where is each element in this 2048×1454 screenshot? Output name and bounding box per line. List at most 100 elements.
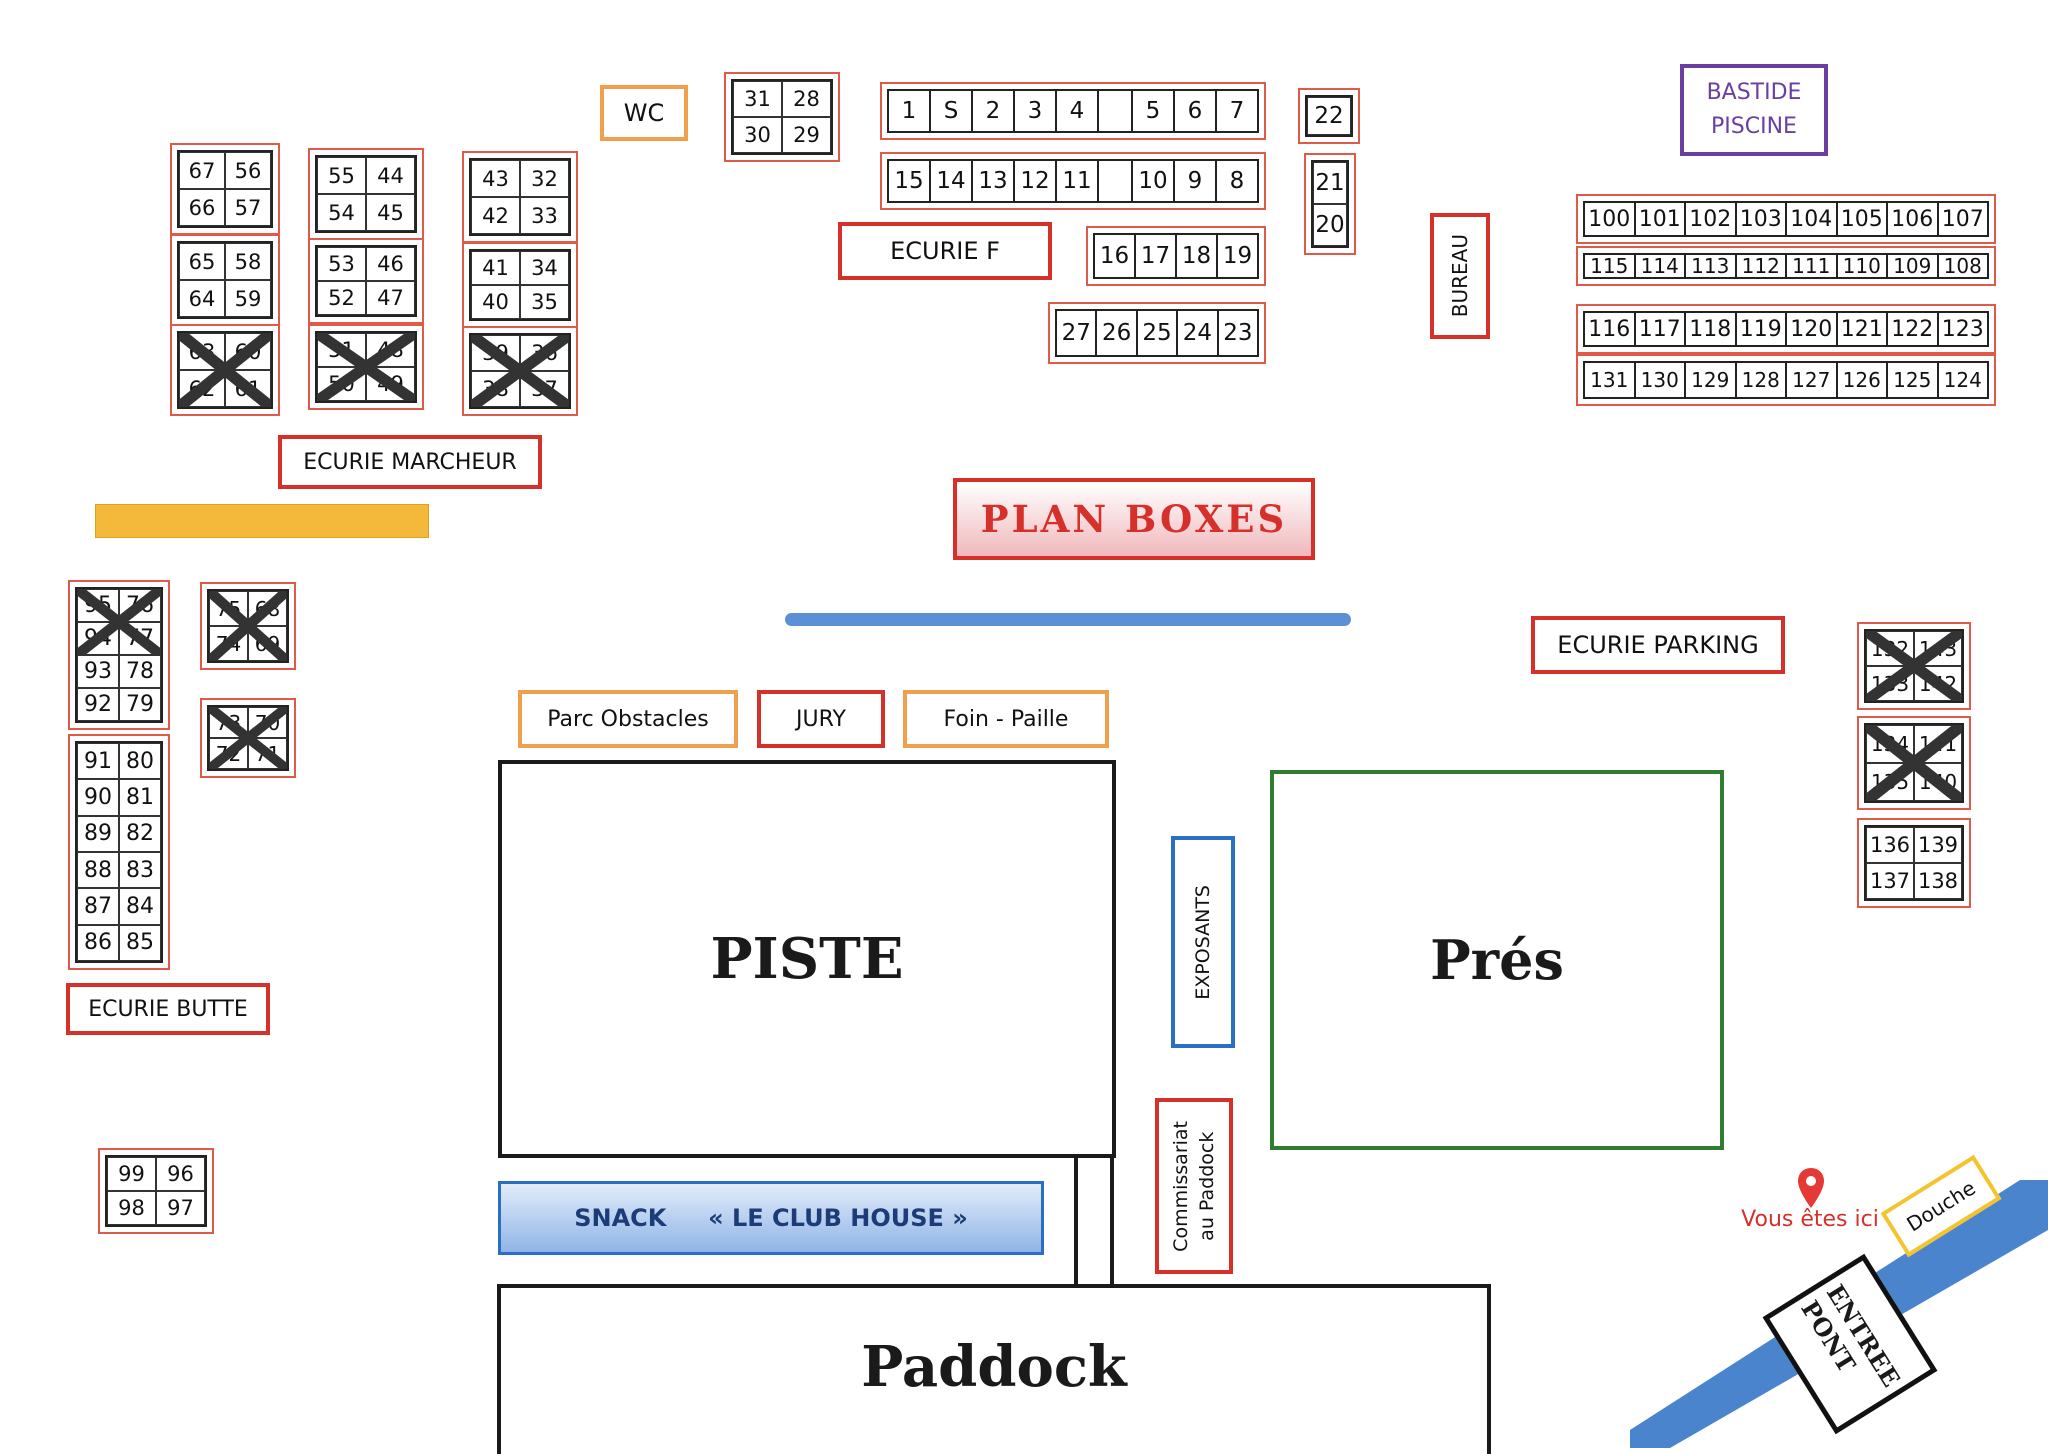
box-number: 50 xyxy=(317,367,366,401)
box-number: 37 xyxy=(520,371,569,407)
box-number: 51 xyxy=(317,333,366,367)
box-number: 71 xyxy=(248,738,287,769)
box-number: 90 xyxy=(77,779,119,816)
box-number: 4 xyxy=(1057,91,1099,131)
exposants-label: EXPOSANTS xyxy=(1171,836,1235,1048)
box-number: S xyxy=(931,91,973,131)
bureau-label: BUREAU xyxy=(1430,213,1490,339)
box-number: 80 xyxy=(119,743,161,780)
box-number: 111 xyxy=(1787,254,1838,278)
plan-boxes-title: PLAN BOXES xyxy=(953,478,1315,560)
box-number: 29 xyxy=(782,117,831,153)
box-number: 84 xyxy=(119,888,161,925)
paddock-area: Paddock xyxy=(497,1284,1491,1454)
box-number: 24 xyxy=(1178,311,1219,355)
foin-paille-label: Foin - Paille xyxy=(903,690,1109,748)
box-number: 92 xyxy=(77,688,119,721)
commissariat-line2: au Paddock xyxy=(1196,1131,1218,1241)
box-number: 32 xyxy=(520,160,569,197)
exposants-text: EXPOSANTS xyxy=(1192,884,1214,1000)
box-number: 11 xyxy=(1057,161,1099,201)
box-number: 68 xyxy=(248,591,287,626)
ecurie-butte-label: ECURIE BUTTE xyxy=(66,983,270,1035)
ecurie-marcheur-label: ECURIE MARCHEUR xyxy=(278,435,542,489)
box-number: 5 xyxy=(1133,91,1175,131)
box-number: 119 xyxy=(1737,313,1787,345)
bastide-text: BASTIDE xyxy=(1706,80,1802,105)
box-number: 118 xyxy=(1686,313,1737,345)
box-number: 56 xyxy=(225,152,271,189)
box-number: 126 xyxy=(1838,363,1888,397)
pres-text: Prés xyxy=(1430,928,1564,992)
box-number: 15 xyxy=(889,161,931,201)
snack-text: SNACK « LE CLUB HOUSE » xyxy=(574,1204,968,1232)
box-number: 64 xyxy=(179,280,225,317)
box-number: 133 xyxy=(1866,666,1914,701)
box-number: 127 xyxy=(1787,363,1838,397)
box-number: 52 xyxy=(317,281,366,315)
box-number: 48 xyxy=(366,333,415,367)
box-number: 12 xyxy=(1015,161,1057,201)
vous-etes-ici-label: Vous êtes ici xyxy=(1741,1206,1879,1232)
divider-line-2 xyxy=(1110,1156,1114,1286)
box-number: 75 xyxy=(209,591,248,626)
box-number xyxy=(1099,161,1133,201)
box-number: 125 xyxy=(1888,363,1939,397)
box-number: 18 xyxy=(1177,235,1218,277)
location-pin-icon xyxy=(1798,1168,1824,1208)
box-number: 97 xyxy=(156,1191,205,1225)
box-number: 14 xyxy=(931,161,973,201)
box-number: 7 xyxy=(1229,98,1245,124)
box-number: 77 xyxy=(119,622,161,655)
box-number: 47 xyxy=(366,281,415,315)
box-number: 20 xyxy=(1313,204,1347,246)
box-number: 93 xyxy=(77,655,119,688)
bastide-piscine-label: BASTIDE PISCINE xyxy=(1680,64,1828,156)
box-number: 54 xyxy=(317,194,366,231)
bureau-text: BUREAU xyxy=(1448,234,1472,318)
box-grid: 22 xyxy=(1305,95,1353,137)
box-number: 69 xyxy=(248,626,287,661)
box-number: 61 xyxy=(225,370,271,407)
box-number: 138 xyxy=(1914,863,1962,899)
box-number: 132 xyxy=(1866,631,1914,666)
box-number: 34 xyxy=(520,251,569,285)
box-number: 79 xyxy=(119,688,161,721)
box-number: 33 xyxy=(520,197,569,234)
box-number: 17 xyxy=(1136,235,1177,277)
box-number: 139 xyxy=(1914,827,1962,863)
box-number xyxy=(1099,91,1133,131)
box-number: 109 xyxy=(1888,254,1939,278)
box-number: 85 xyxy=(119,924,161,961)
ecurie-parking-label: ECURIE PARKING xyxy=(1531,616,1785,674)
piste-area: PISTE xyxy=(498,760,1116,1158)
box-number: 112 xyxy=(1737,254,1787,278)
blue-bar xyxy=(785,613,1351,626)
box-number: 8 xyxy=(1229,168,1245,194)
box-number: 46 xyxy=(366,247,415,281)
box-number: 124 xyxy=(1943,368,1982,392)
box-number: 89 xyxy=(77,815,119,852)
box-number: 49 xyxy=(366,367,415,401)
box-number: 98 xyxy=(107,1191,156,1225)
box-number: 104 xyxy=(1787,203,1838,235)
box-number: 1 xyxy=(889,91,931,131)
box-number: 88 xyxy=(77,851,119,889)
